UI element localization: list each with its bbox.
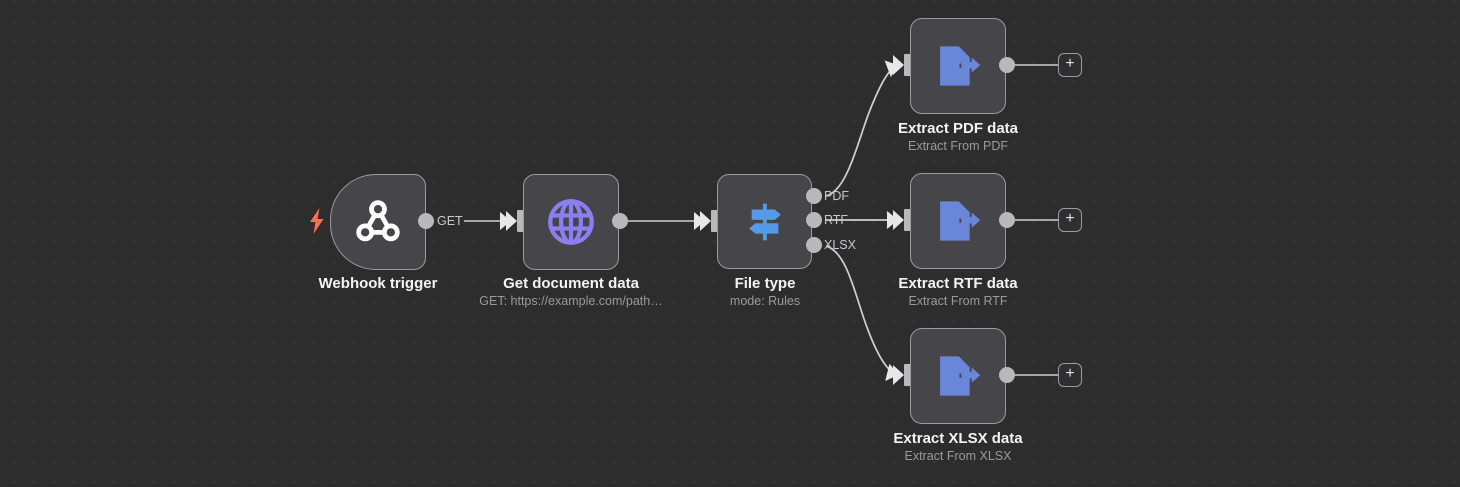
node-extract-xlsx-data[interactable] xyxy=(910,328,1006,424)
node-file-type[interactable] xyxy=(717,174,812,269)
extract-file-icon xyxy=(933,351,983,401)
node-subtitle-file-type: mode: Rules xyxy=(729,294,801,308)
add-after-extract-rtf-button[interactable]: + xyxy=(1058,208,1082,232)
edge-switch-pdf-to-extract-pdf xyxy=(825,60,899,197)
node-title-webhook-trigger: Webhook trigger xyxy=(318,275,438,292)
file-type-input-port[interactable] xyxy=(700,210,722,232)
output-label-xlsx: XLSX xyxy=(824,238,856,252)
extract-xlsx-data-input-port[interactable] xyxy=(893,364,915,386)
node-extract-rtf-data[interactable] xyxy=(910,173,1006,269)
extract-rtf-data-output-port[interactable] xyxy=(999,212,1015,228)
extract-file-icon xyxy=(933,196,983,246)
node-caption-file-type: File type mode: Rules xyxy=(665,274,865,310)
node-subtitle-extract-xlsx-data: Extract From XLSX xyxy=(904,449,1012,463)
webhook-icon xyxy=(351,195,405,249)
node-title-get-document-data: Get document data xyxy=(503,275,639,292)
file-type-output-port-xlsx[interactable] xyxy=(806,237,822,253)
extract-pdf-data-output-port[interactable] xyxy=(999,57,1015,73)
extract-xlsx-data-output-port[interactable] xyxy=(999,367,1015,383)
node-subtitle-extract-pdf-data: Extract From PDF xyxy=(907,139,1008,153)
node-title-extract-pdf-data: Extract PDF data xyxy=(897,120,1019,137)
file-type-output-port-rtf[interactable] xyxy=(806,212,822,228)
edge-label-get: GET xyxy=(437,214,463,228)
output-label-rtf: RTF xyxy=(824,213,849,227)
add-after-extract-pdf-button[interactable]: + xyxy=(1058,53,1082,77)
node-caption-extract-xlsx-data: Extract XLSX data Extract From XLSX xyxy=(858,429,1058,465)
node-title-extract-xlsx-data: Extract XLSX data xyxy=(893,430,1023,447)
file-type-output-port-pdf[interactable] xyxy=(806,188,822,204)
get-document-data-output-port[interactable] xyxy=(612,213,628,229)
edge-switch-xlsx-to-extract-xlsx xyxy=(825,245,899,382)
trigger-bolt-icon xyxy=(308,208,326,234)
node-title-file-type: File type xyxy=(734,275,796,292)
signpost-icon xyxy=(740,197,790,247)
node-subtitle-extract-rtf-data: Extract From RTF xyxy=(908,294,1008,308)
node-extract-pdf-data[interactable] xyxy=(910,18,1006,114)
node-caption-extract-rtf-data: Extract RTF data Extract From RTF xyxy=(858,274,1058,310)
extract-rtf-data-input-port[interactable] xyxy=(893,209,915,231)
add-after-extract-xlsx-button[interactable]: + xyxy=(1058,363,1082,387)
node-title-extract-rtf-data: Extract RTF data xyxy=(898,275,1018,292)
webhook-trigger-output-port[interactable] xyxy=(418,213,434,229)
node-webhook-trigger[interactable] xyxy=(330,174,426,270)
get-document-data-input-port[interactable] xyxy=(506,210,528,232)
node-caption-get-document-data: Get document data GET: https://example.c… xyxy=(421,274,721,310)
node-subtitle-get-document-data: GET: https://example.com/path… xyxy=(479,294,663,308)
extract-file-icon xyxy=(933,41,983,91)
output-label-pdf: PDF xyxy=(824,189,849,203)
node-caption-extract-pdf-data: Extract PDF data Extract From PDF xyxy=(858,119,1058,155)
node-caption-webhook-trigger: Webhook trigger xyxy=(278,274,478,293)
globe-icon xyxy=(544,195,598,249)
node-get-document-data[interactable] xyxy=(523,174,619,270)
extract-pdf-data-input-port[interactable] xyxy=(893,54,915,76)
